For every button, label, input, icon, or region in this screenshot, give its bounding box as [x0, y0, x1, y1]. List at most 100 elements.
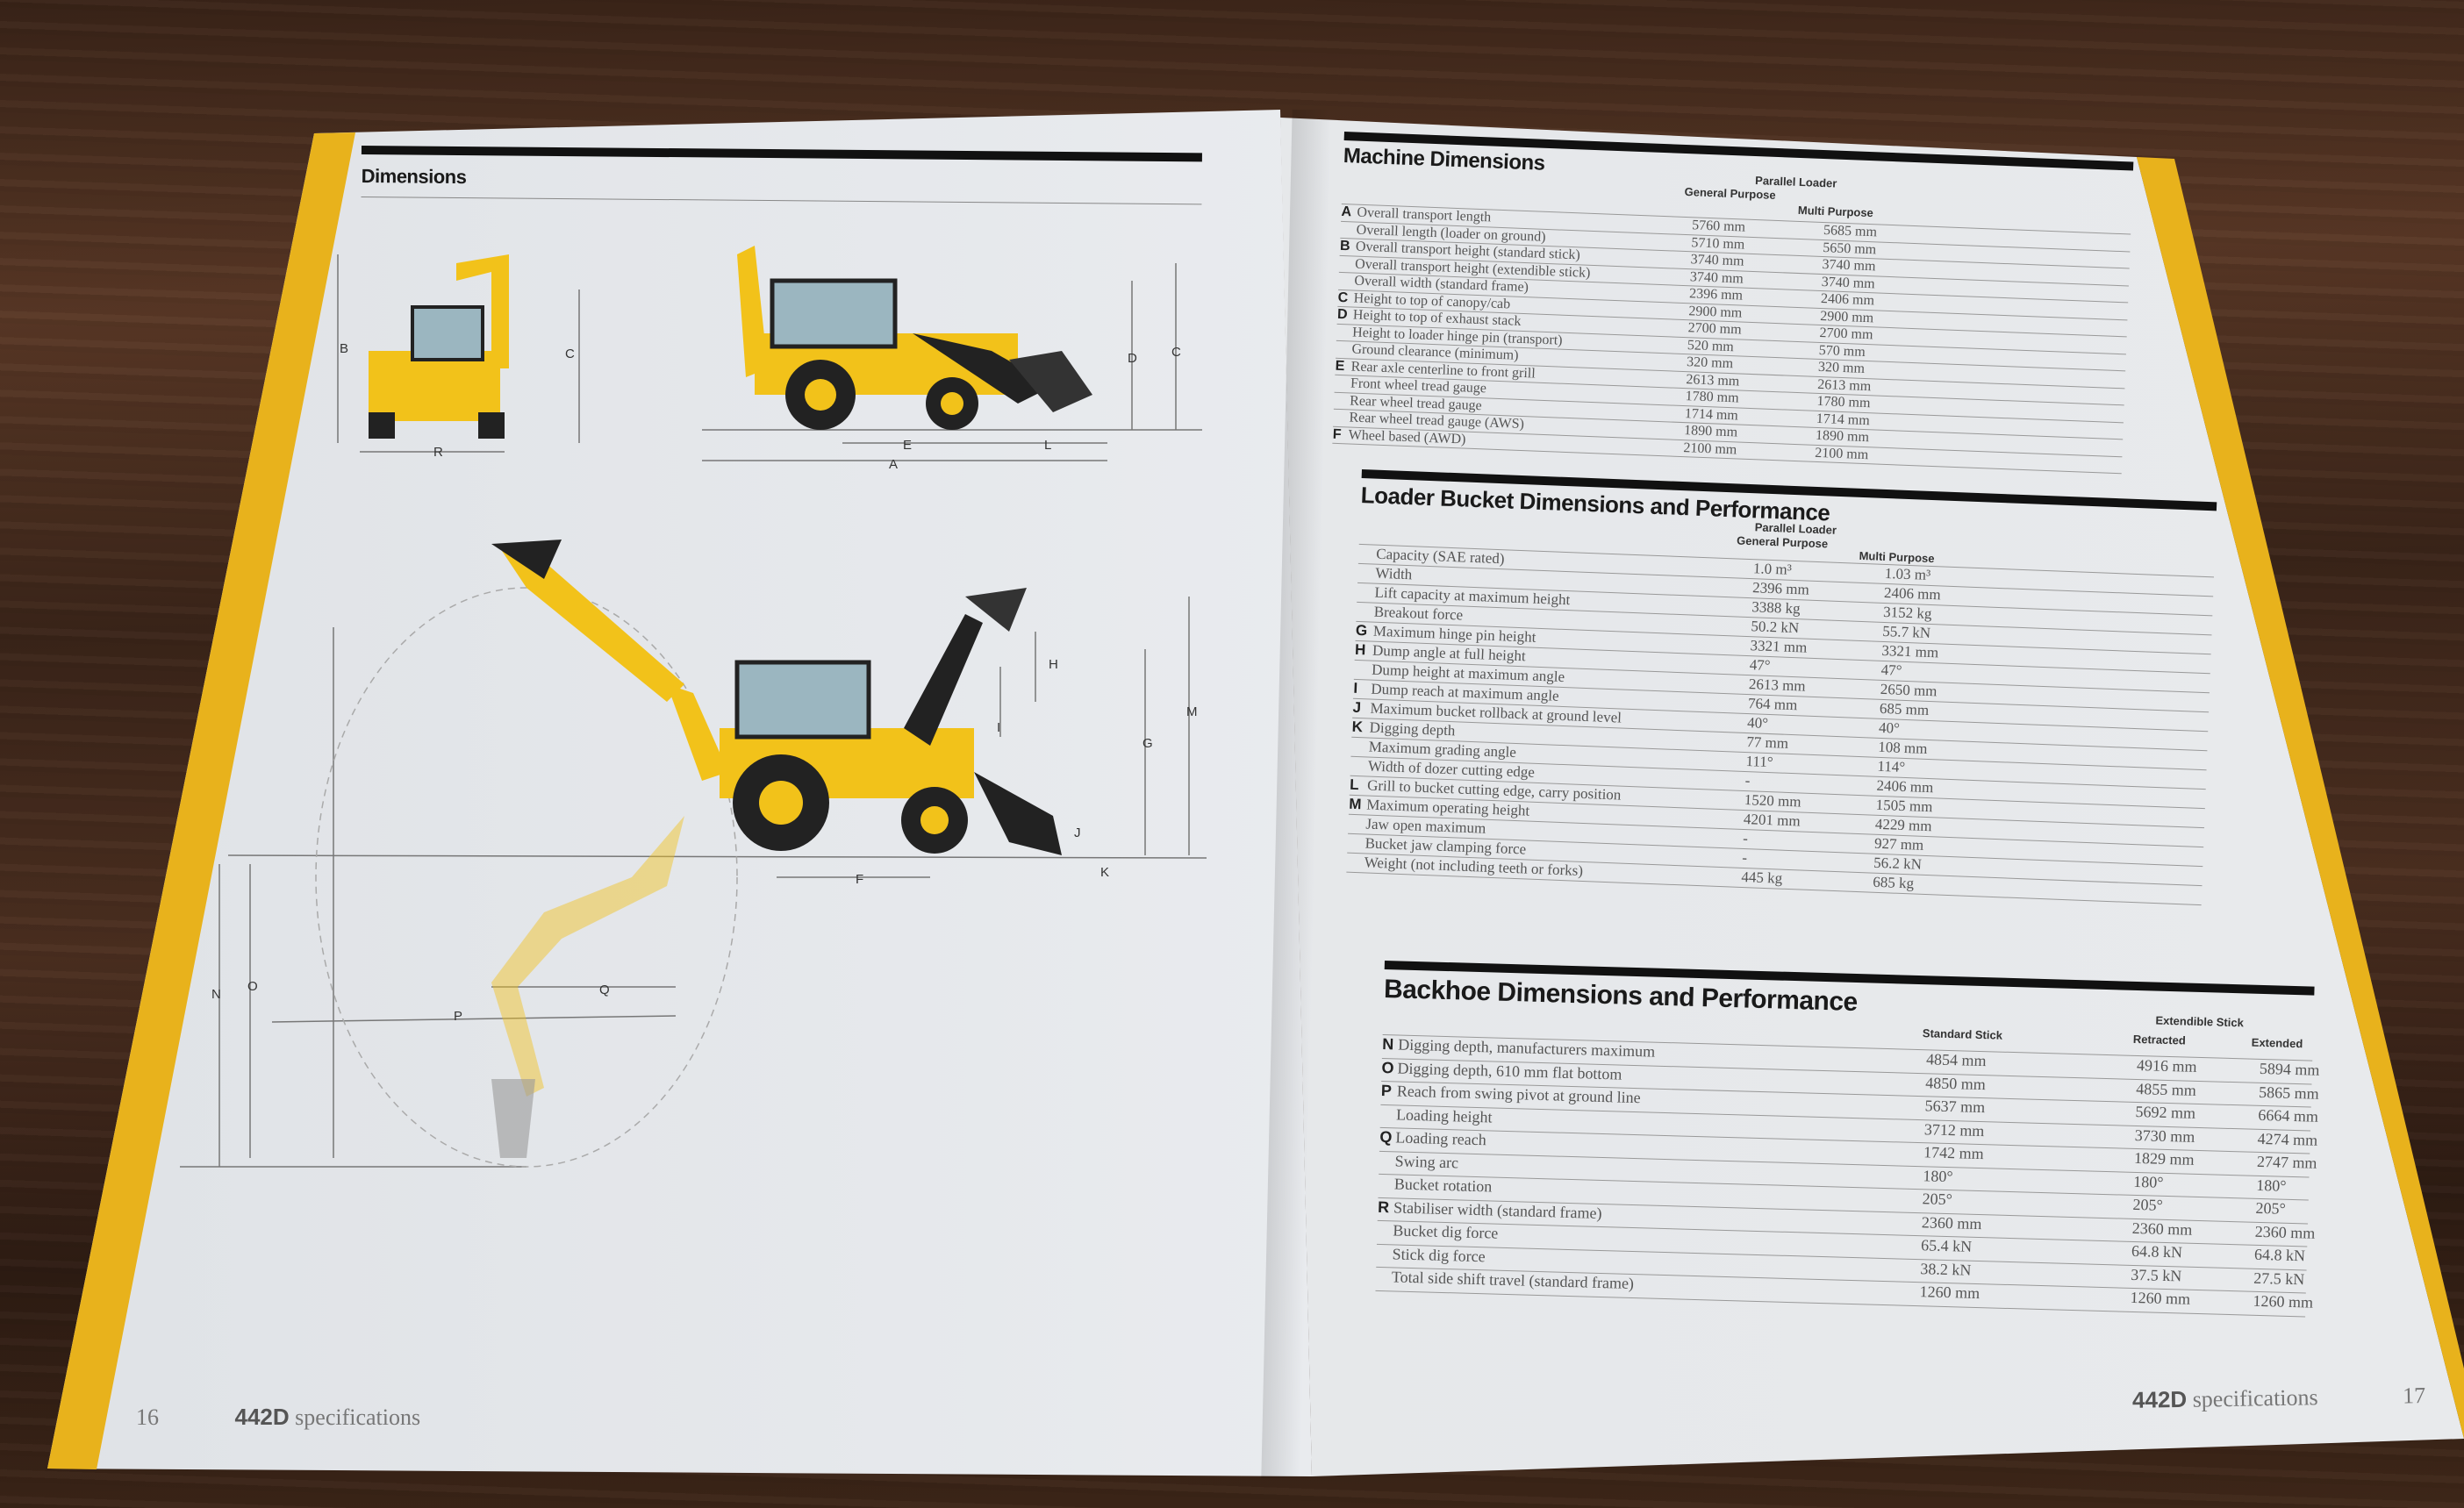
row-value: 2100 mm: [1815, 445, 1869, 462]
label-b: B: [340, 341, 348, 356]
page-number: 16: [136, 1404, 159, 1430]
row-value: -: [1741, 848, 1748, 867]
label-n: N: [211, 987, 221, 1002]
row-value: 2360 mm: [2131, 1219, 2193, 1239]
dimension-lines: [180, 254, 1207, 1168]
side-view-machine-illustration: [737, 246, 1092, 430]
row-letter: I: [1353, 679, 1358, 697]
row-letter: H: [1354, 640, 1366, 659]
rear-view-machine-illustration: [369, 254, 509, 439]
row-value: 64.8 kN: [2253, 1245, 2306, 1265]
row-value: 5685 mm: [1823, 223, 1878, 240]
row-value: 108 mm: [1877, 738, 1928, 757]
backhoe-section: Backhoe Dimensions and Performance Exten…: [1375, 961, 2320, 1317]
right-footer: 442D specifications 17: [2132, 1382, 2426, 1414]
column-general-purpose: General Purpose: [1736, 533, 1829, 551]
row-value: 3740 mm: [1822, 257, 1876, 275]
row-value: 64.8 kN: [2131, 1241, 2183, 1261]
loader-bucket-section: Loader Bucket Dimensions and Performance…: [1346, 469, 2217, 906]
row-value: 114°: [1877, 757, 1906, 776]
row-value: 320 mm: [1686, 354, 1734, 372]
label-q: Q: [599, 983, 610, 997]
label-j: J: [1074, 825, 1081, 840]
column-multi-purpose: Multi Purpose: [1797, 203, 1874, 220]
row-value: 5650 mm: [1823, 239, 1877, 257]
row-value: 3740 mm: [1821, 274, 1876, 291]
label-g: G: [1142, 736, 1153, 751]
row-value: 1890 mm: [1815, 427, 1870, 446]
label-e: E: [903, 438, 912, 453]
row-label: Bucket rotation: [1393, 1175, 1493, 1196]
row-letter: R: [1377, 1197, 1390, 1216]
row-value: 445 kg: [1741, 868, 1783, 887]
footer-model: 442D: [234, 1404, 290, 1430]
row-value: 3740 mm: [1689, 268, 1744, 287]
row-label: Bucket dig force: [1393, 1221, 1499, 1242]
row-value: 2613 mm: [1686, 371, 1740, 389]
row-label: Swing arc: [1394, 1151, 1459, 1171]
row-value: 3730 mm: [2134, 1126, 2195, 1146]
row-value: -: [1742, 829, 1749, 847]
row-value: 1829 mm: [2133, 1148, 2195, 1169]
row-value: 1260 mm: [2130, 1288, 2191, 1308]
row-value: 27.5 kN: [2253, 1269, 2305, 1288]
row-value: 4855 mm: [2135, 1079, 2197, 1099]
row-value: 685 mm: [1879, 699, 1930, 718]
column-extended: Extended: [2251, 1035, 2303, 1051]
row-value: 38.2 kN: [1920, 1259, 1972, 1279]
row-value: 3712 mm: [1923, 1119, 1985, 1140]
row-value: 2406 mm: [1883, 583, 1942, 604]
footer-text: specifications: [2192, 1384, 2318, 1412]
row-letter: A: [1341, 204, 1352, 220]
row-value: 6664 mm: [2258, 1105, 2319, 1126]
row-value: 205°: [1922, 1190, 1953, 1209]
row-letter: B: [1339, 238, 1350, 254]
row-value: 2700 mm: [1687, 320, 1742, 338]
row-letter: D: [1336, 306, 1348, 323]
row-value: 2360 mm: [1921, 1212, 1982, 1233]
row-value: 180°: [2133, 1172, 2164, 1191]
row-value: 764 mm: [1747, 695, 1798, 714]
row-letter: O: [1381, 1058, 1394, 1076]
row-value: 1714 mm: [1684, 405, 1739, 423]
row-letter: K: [1351, 718, 1364, 736]
row-value: 180°: [1923, 1166, 1953, 1185]
row-value: 4850 mm: [1925, 1073, 1987, 1093]
row-label: Loading height: [1395, 1104, 1493, 1126]
row-value: 50.2 kN: [1751, 618, 1800, 637]
row-value: 320 mm: [1817, 359, 1866, 376]
footer-text: specifications: [295, 1404, 421, 1430]
row-value: 1742 mm: [1923, 1143, 1984, 1163]
label-p: P: [454, 1009, 462, 1024]
row-value: 2396 mm: [1688, 286, 1744, 304]
row-label: Digging depth: [1369, 718, 1456, 740]
row-value: 1.0 m³: [1752, 560, 1793, 578]
row-value: 4916 mm: [2136, 1055, 2197, 1076]
row-value: 47°: [1749, 656, 1771, 675]
row-value: 37.5 kN: [2131, 1265, 2182, 1284]
row-letter: G: [1355, 621, 1368, 640]
row-value: 2100 mm: [1683, 440, 1737, 457]
label-i: I: [997, 720, 1000, 735]
label-o: O: [247, 979, 258, 994]
row-letter: N: [1382, 1034, 1394, 1054]
label-l: L: [1044, 438, 1051, 453]
row-value: 2900 mm: [1688, 303, 1743, 321]
left-footer: 16 442D specifications: [136, 1404, 420, 1431]
row-value: 3321 mm: [1750, 637, 1808, 656]
row-value: 65.4 kN: [1920, 1236, 1973, 1255]
row-value: 5692 mm: [2135, 1102, 2196, 1122]
label-m: M: [1186, 704, 1198, 719]
row-value: 56.2 kN: [1873, 854, 1923, 873]
row-letter: Q: [1379, 1127, 1393, 1147]
row-value: 685 kg: [1873, 873, 1915, 892]
row-value: 205°: [2255, 1198, 2286, 1218]
row-label: Stick dig force: [1392, 1244, 1486, 1265]
row-value: 5894 mm: [2259, 1059, 2320, 1079]
row-letter: E: [1335, 358, 1345, 374]
row-value: 180°: [2255, 1176, 2287, 1195]
row-value: 4274 mm: [2257, 1129, 2318, 1149]
row-value: 55.7 kN: [1881, 622, 1931, 642]
